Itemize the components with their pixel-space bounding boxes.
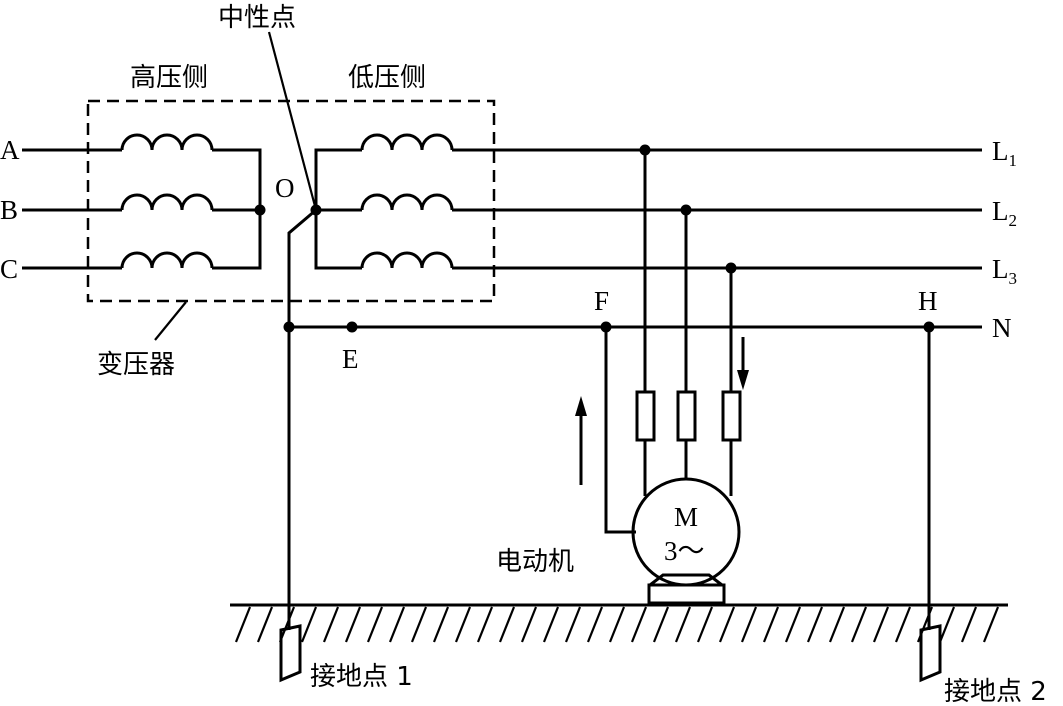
motor-phase-label: 3～	[664, 536, 705, 566]
ground-hatch-stroke	[520, 606, 538, 643]
ground-hatch-stroke	[894, 606, 912, 643]
fuse-l2	[676, 390, 697, 442]
node-e-label: E	[342, 344, 359, 374]
low-side-label: 低压侧	[348, 63, 426, 93]
motor-name-label: 电动机	[496, 547, 574, 577]
input-c-label: C	[0, 254, 18, 284]
ground-hatch-stroke	[982, 606, 1000, 643]
ground-hatch-stroke	[256, 606, 274, 643]
lv-coil-3	[360, 251, 454, 269]
ground-hatch-stroke	[564, 606, 582, 643]
ground-point-2-label: 接地点 2	[944, 677, 1047, 706]
ground-hatch-stroke	[806, 606, 824, 643]
node-dot-n-start	[283, 321, 295, 333]
ground-rod-2	[919, 624, 942, 683]
ground-hatch-stroke	[322, 606, 340, 643]
ground-hatch-stroke	[454, 606, 472, 643]
motor-symbol-label: M	[674, 502, 698, 532]
input-a-label: A	[0, 135, 20, 165]
ground-hatch-stroke	[608, 606, 626, 643]
transformer-label: 变压器	[97, 350, 175, 380]
ground-hatch-stroke	[388, 606, 406, 643]
ground-hatch-stroke	[366, 606, 384, 643]
ground-point-1-label: 接地点 1	[310, 662, 413, 692]
motor-base	[647, 583, 726, 605]
ground-hatch-stroke	[718, 606, 736, 643]
ground-hatch-stroke	[872, 606, 890, 643]
high-side-label: 高压侧	[130, 63, 208, 93]
ground-hatch-stroke	[652, 606, 670, 643]
ground-hatch-stroke	[586, 606, 604, 643]
lv-coil-2	[360, 193, 454, 211]
ground-hatch-stroke	[784, 606, 802, 643]
ground-hatch-stroke	[740, 606, 758, 643]
line-l1-label: L1	[992, 136, 1017, 170]
ground-hatch-stroke	[938, 606, 956, 643]
ground-hatch-stroke	[476, 606, 494, 643]
motor-base-link	[649, 573, 723, 587]
transformer-box	[86, 99, 496, 303]
ground-hatch-stroke	[234, 606, 252, 643]
neutral-point-leader	[267, 31, 318, 211]
lv-coil-1	[360, 133, 454, 151]
ground-hatch-stroke	[696, 606, 714, 643]
hv-coil-c	[120, 251, 214, 269]
ground-hatch-stroke	[850, 606, 868, 643]
fuse-l1	[635, 390, 656, 442]
ground-hatch-stroke	[300, 606, 318, 643]
input-b-label: B	[0, 195, 18, 225]
node-f-label: F	[594, 286, 609, 316]
hv-star-dot	[254, 204, 266, 216]
line-l3-label: L3	[992, 254, 1017, 288]
transformer-leader	[154, 301, 187, 341]
ground-hatch-stroke	[344, 606, 362, 643]
protective-wire-f	[604, 327, 636, 534]
ground-hatch-stroke	[960, 606, 978, 643]
motor-circle	[631, 477, 741, 587]
line-l2-label: L2	[992, 196, 1017, 230]
hv-coil-a	[120, 133, 214, 151]
node-dot-e	[346, 321, 358, 333]
hv-coil-b	[120, 193, 214, 211]
neutral-point-label: 中性点	[218, 3, 296, 33]
arrow-down-head	[737, 370, 749, 390]
ground-hatch-stroke	[630, 606, 648, 643]
ground-hatch-stroke	[432, 606, 450, 643]
ground-hatch-stroke	[674, 606, 692, 643]
ground-hatch-stroke	[410, 606, 428, 643]
arrow-up-head	[575, 396, 587, 416]
node-o-label: O	[275, 173, 295, 203]
ground-hatch-stroke	[762, 606, 780, 643]
ground-hatch-stroke	[498, 606, 516, 643]
neutral-down-wire	[287, 208, 317, 630]
fuse-l3	[721, 390, 742, 442]
node-h-label: H	[918, 286, 938, 316]
ground-hatch-stroke	[542, 606, 560, 643]
ground-hatching	[234, 606, 1000, 643]
ground-rod-1	[279, 624, 302, 683]
line-n-label: N	[992, 313, 1012, 343]
ground-hatch-stroke	[828, 606, 846, 643]
